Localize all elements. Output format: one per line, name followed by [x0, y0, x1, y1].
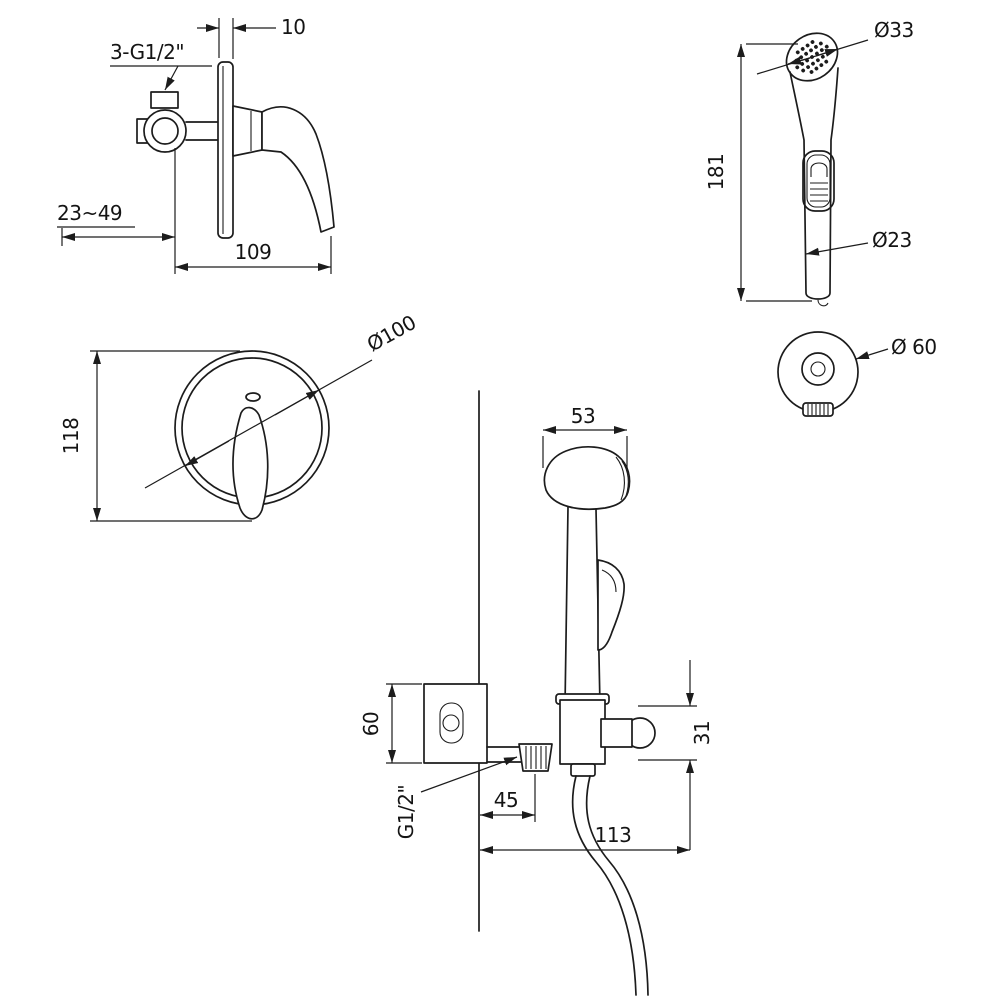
- holder-socket: [559, 699, 606, 765]
- lever-handle-front: [232, 406, 269, 520]
- dim-label-holder-height: 31: [690, 721, 714, 745]
- dim-label-handle-diameter: Ø23: [872, 228, 912, 252]
- docked-trigger: [597, 559, 625, 651]
- dim-label-reach: 113: [595, 823, 632, 847]
- supply-elbow-body: [423, 683, 488, 764]
- installation-assembly-view: 53 60 G1/2" 45 113: [359, 390, 714, 996]
- dim-label-head-diameter: Ø33: [874, 18, 914, 42]
- dim-label-plate-diameter: Ø100: [363, 310, 420, 356]
- dim-reach: 113: [480, 823, 690, 854]
- dim-label-connections: 3-G1/2": [110, 40, 184, 64]
- shower-body-outline: [789, 67, 839, 300]
- handle-hub: [245, 392, 261, 402]
- docked-handle-left: [564, 506, 569, 707]
- hose-nipple: [817, 299, 829, 307]
- dim-label-flange-diameter: Ø 60: [891, 335, 937, 359]
- dim-label-hose-offset: 45: [494, 788, 518, 812]
- dim-label-overall-height: 118: [59, 418, 83, 455]
- callout-connections: 3-G1/2": [110, 40, 212, 91]
- callout-outlet-thread: G1/2": [394, 756, 518, 839]
- dim-elbow-height: 60: [359, 683, 422, 764]
- lever-handle-side: [261, 106, 335, 233]
- dim-total-depth: 109: [175, 236, 332, 274]
- hose-inner: [585, 775, 649, 996]
- dim-overall-height: 118: [59, 350, 252, 522]
- hose-outer: [571, 775, 637, 996]
- escutcheon-plate-side: [217, 61, 234, 239]
- dim-label-total-depth: 109: [235, 240, 272, 264]
- dim-flange-diameter: Ø 60: [855, 335, 937, 360]
- dim-hose-offset: 45: [480, 774, 536, 822]
- dim-overall-length: 181: [704, 43, 812, 302]
- dim-head-diameter: Ø33: [756, 18, 914, 75]
- outlet-knurled-nut: [518, 743, 553, 772]
- hose-coupling: [570, 763, 596, 777]
- valve-body: [143, 109, 187, 153]
- dim-label-overall-length: 181: [704, 154, 728, 191]
- concealed-mixer-side-view: 10 3-G1/2" 23~49 109: [57, 15, 335, 274]
- handle-sleeve: [232, 105, 263, 157]
- trigger-button: [802, 150, 835, 212]
- dim-label-elbow-height: 60: [359, 712, 383, 736]
- flange-hose-connector: [802, 402, 834, 417]
- dim-handle-diameter: Ø23: [805, 228, 912, 256]
- dim-head-width: 53: [542, 404, 628, 470]
- hand-shower-side-view: Ø33 181 Ø23: [704, 18, 914, 307]
- flange-plate: [777, 331, 859, 413]
- dim-mounting-depth-range: 23~49: [57, 148, 176, 274]
- docked-shower-head: [543, 446, 631, 511]
- dim-label-head-width: 53: [571, 404, 595, 428]
- dim-label-mounting-depth-range: 23~49: [57, 201, 122, 225]
- valve-top-port: [150, 91, 179, 109]
- wall-flange-front-view: Ø 60: [777, 331, 937, 417]
- dim-plate-thickness: 10: [197, 15, 306, 59]
- dim-label-outlet-thread: G1/2": [394, 785, 418, 839]
- trim-front-view: Ø100 118: [59, 310, 420, 522]
- holder-nut: [600, 718, 633, 748]
- dim-label-plate-thickness: 10: [281, 15, 305, 39]
- dim-holder-height: 31: [638, 660, 714, 850]
